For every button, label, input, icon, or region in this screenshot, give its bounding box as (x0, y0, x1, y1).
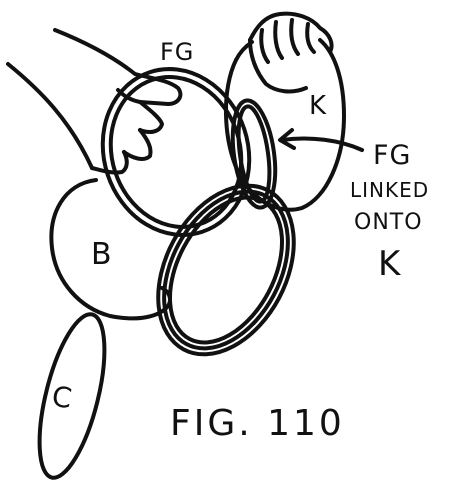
left-hand-drawing (8, 30, 180, 173)
annotation-line-4: K (378, 247, 401, 281)
ring-c-label: C (50, 383, 74, 414)
annotation-line-2: LINKED (350, 180, 429, 200)
ring-k-label: K (309, 93, 327, 119)
stacked-rings-drawing (131, 162, 321, 377)
annotation-line-3: ONTO (354, 212, 423, 234)
ring-fg-label: FG (160, 40, 194, 64)
ring-fg-drawing (82, 50, 271, 254)
right-hand-drawing (250, 14, 332, 92)
annotation-line-1: FG (373, 142, 411, 169)
ring-b-label: B (91, 240, 113, 270)
figure-caption: FIG. 110 (170, 406, 345, 442)
